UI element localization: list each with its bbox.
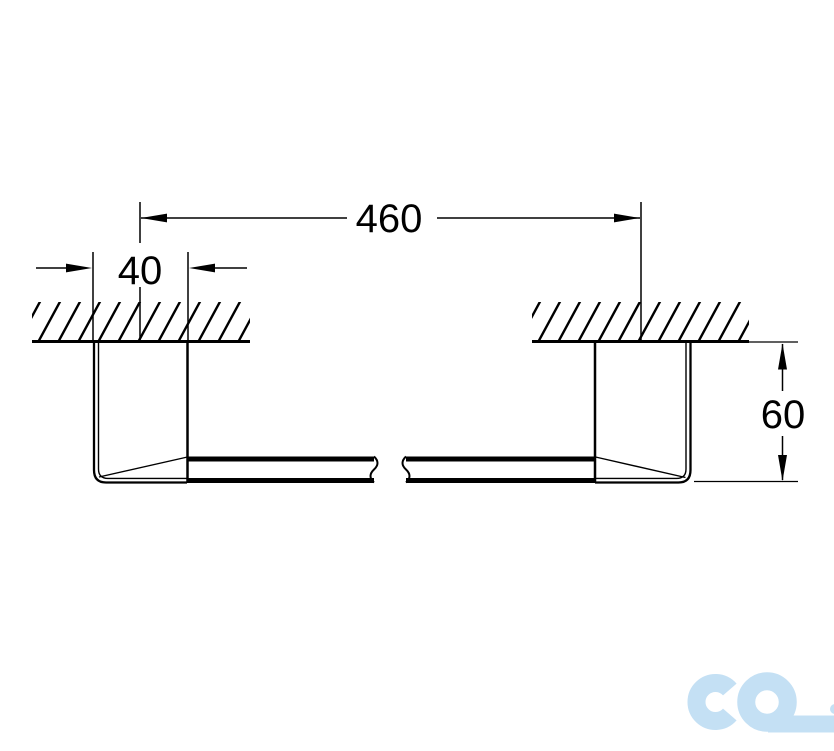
logo-o-ring — [737, 672, 797, 732]
arrowhead-60-down — [778, 455, 787, 481]
post-left-inner-contour — [97, 342, 187, 480]
co-logo — [687, 672, 834, 733]
arrowhead-40-right — [189, 263, 215, 273]
mounting-post-left — [92, 342, 189, 484]
arrowhead-40-left — [66, 263, 92, 273]
dimension-60: 60 — [694, 343, 806, 483]
post-right-chamfer-line — [595, 456, 686, 479]
dimension-460: 460 — [139, 197, 642, 343]
post-left-outer-contour — [92, 342, 187, 484]
hatch-pattern-right — [532, 302, 749, 342]
rail-bar — [187, 455, 595, 484]
mounting-post-right — [593, 342, 692, 484]
arrowhead-460-left — [141, 213, 167, 223]
break-line-left — [369, 455, 379, 484]
post-right-outer-contour — [595, 342, 692, 484]
dimension-label-460: 460 — [356, 197, 423, 241]
wall-section-left — [32, 302, 250, 343]
post-right-inner-contour — [595, 342, 687, 480]
arrowhead-60-up — [778, 343, 787, 370]
logo-tail — [768, 715, 834, 733]
logo-edge-fragment — [830, 704, 834, 714]
post-left-chamfer-line — [98, 456, 188, 478]
arrowhead-460-right — [614, 213, 640, 223]
wall-section-right — [532, 302, 798, 343]
dimension-40: 40 — [36, 249, 247, 341]
dimension-label-60: 60 — [761, 393, 806, 437]
hatch-pattern-left — [32, 302, 250, 342]
logo-c-ring — [687, 674, 737, 730]
dimension-label-40: 40 — [118, 249, 163, 293]
break-line-right — [401, 455, 411, 484]
